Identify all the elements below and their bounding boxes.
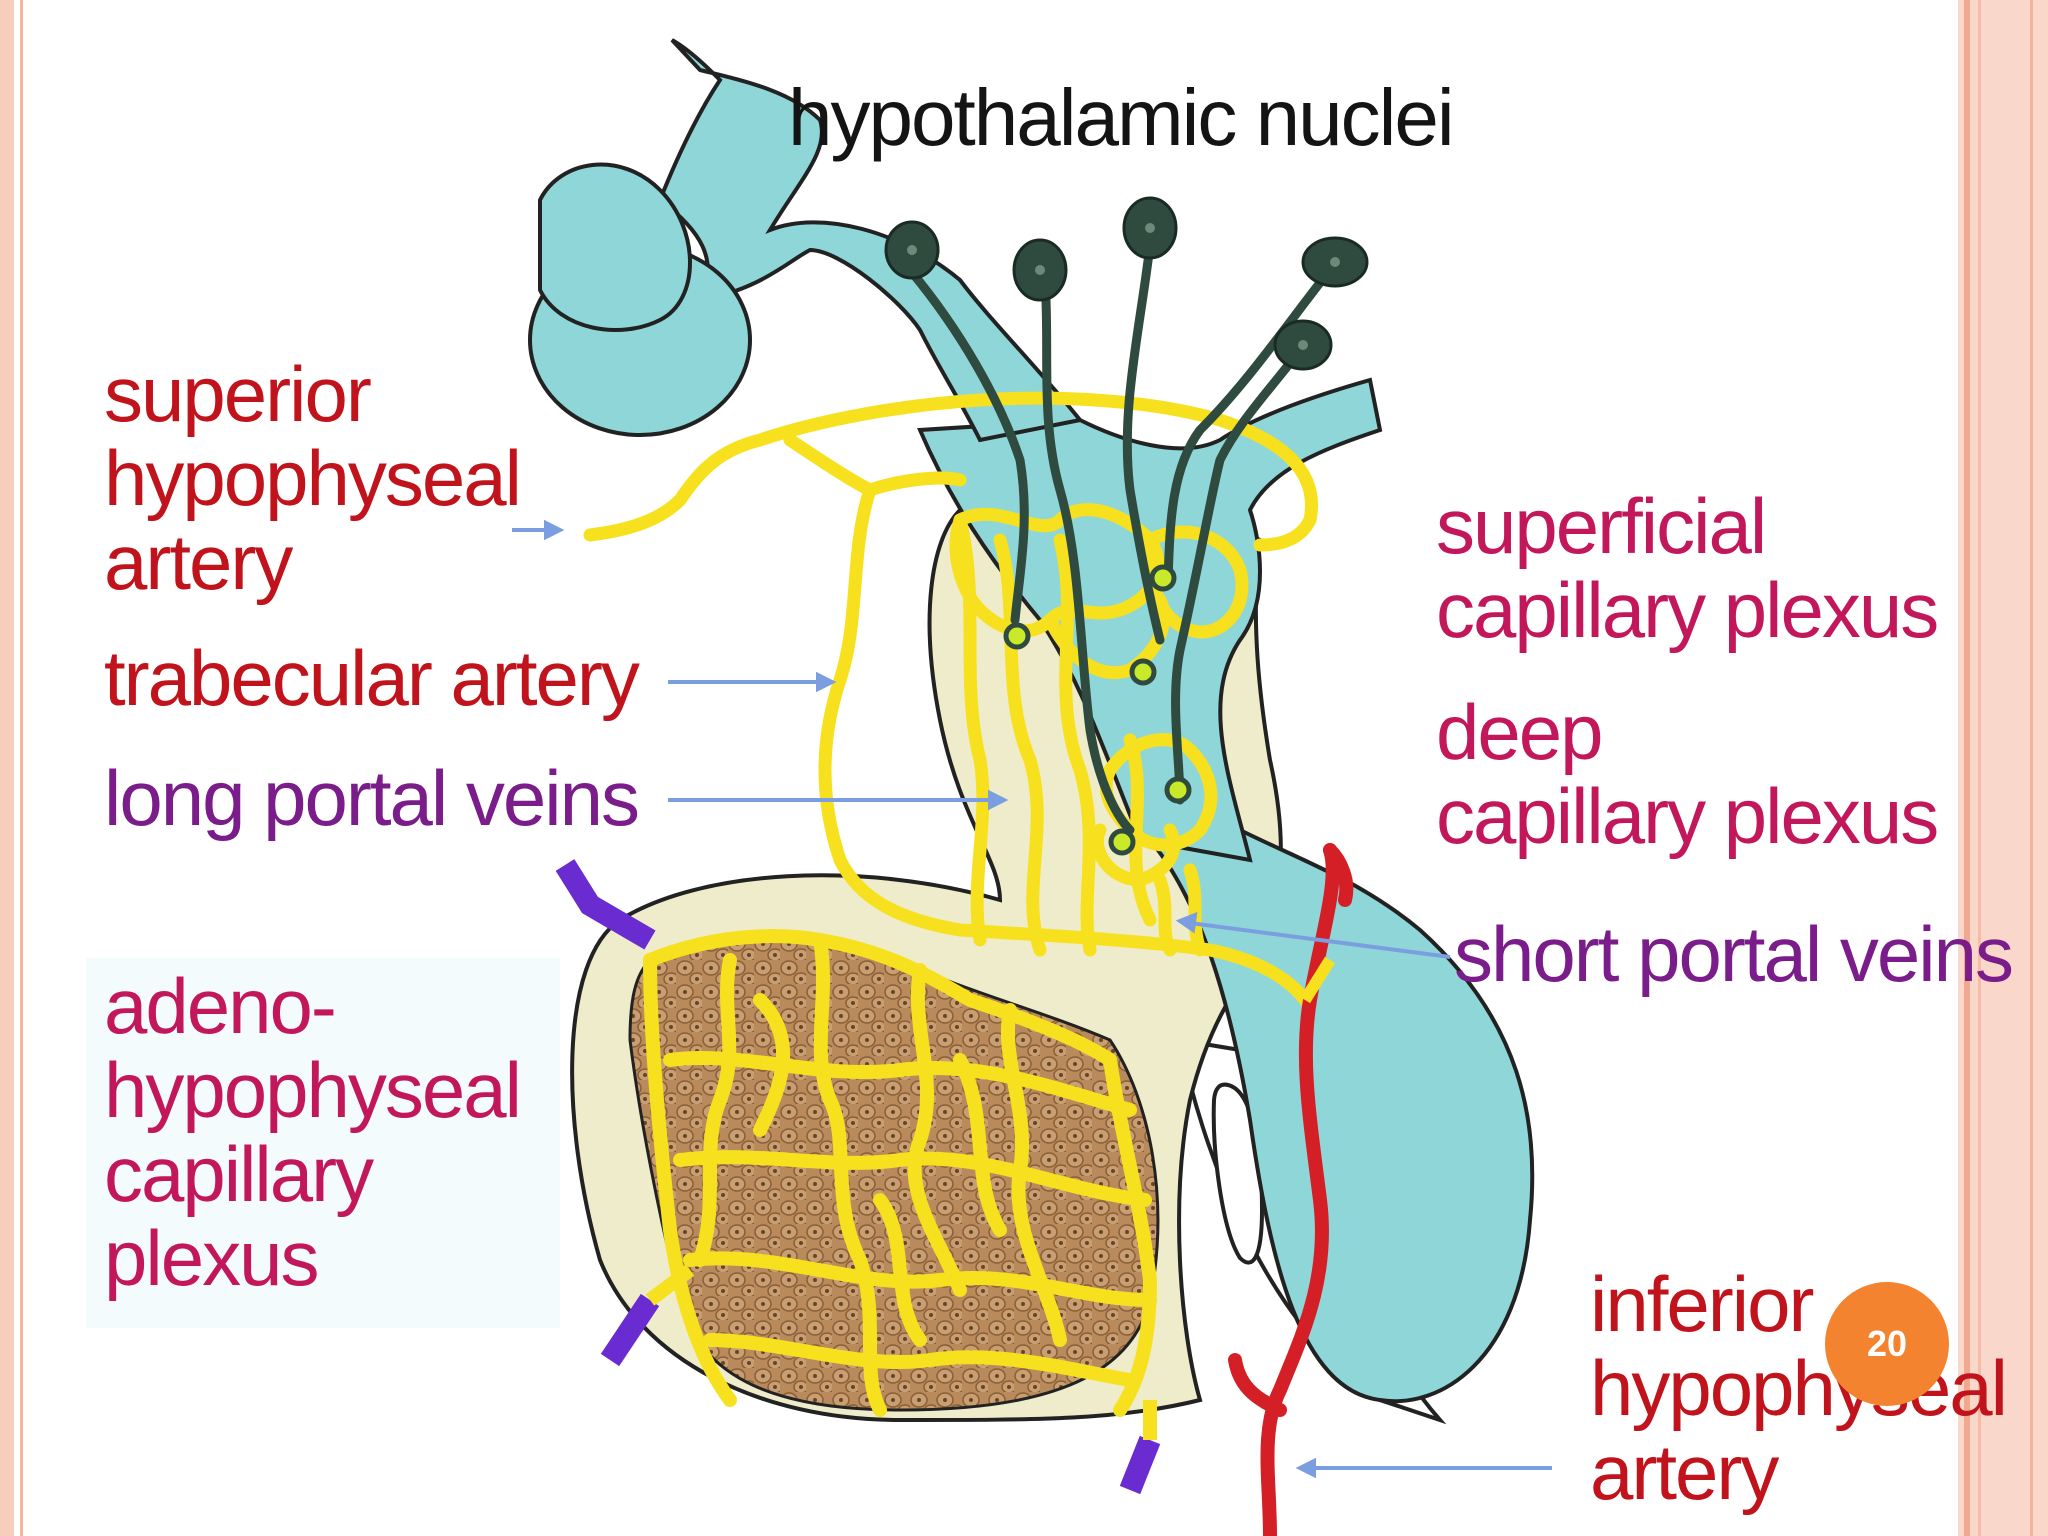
right-border-stripe (1978, 0, 1981, 1536)
optic-recess (538, 162, 692, 332)
label-arrows (512, 519, 1552, 1479)
label-inferior-hypophyseal-artery: inferior hypophyseal artery (1590, 1260, 2008, 1516)
adeno-label-background (86, 958, 560, 1328)
label-superficial-capillary-plexus: superficial capillary plexus (1436, 482, 1939, 654)
left-border-line (20, 0, 23, 1536)
adeno-capillary-network (643, 929, 1157, 1417)
posterior-lobe (1146, 827, 1535, 1404)
hypophyseal-veins (555, 859, 1161, 1495)
inferior-hypophyseal-artery-vessel (1228, 843, 1354, 1536)
label-trabecular-artery: trabecular artery (104, 634, 640, 722)
diagram-title: hypothalamic nuclei (788, 73, 1455, 162)
hypothalamic-neurons (884, 196, 1369, 856)
label-adeno-hypophyseal-capillary-plexus: adeno- hypophyseal capillary plexus (104, 962, 522, 1302)
right-border-stripe (2030, 0, 2033, 1536)
short-portal-connector (1299, 956, 1336, 1004)
right-border-stripe (1964, 0, 1970, 1536)
label-long-portal-veins: long portal veins (104, 754, 640, 842)
left-border-decoration (0, 0, 14, 1536)
label-superior-hypophyseal-artery: superior hypophyseal artery (104, 350, 522, 606)
slide-number-badge: 20 (1825, 1282, 1949, 1406)
right-border-decoration (1958, 0, 2048, 1536)
label-short-portal-veins: short portal veins (1454, 910, 2014, 998)
label-deep-capillary-plexus: deep capillary plexus (1436, 688, 1939, 860)
portal-vessels (583, 391, 1318, 1007)
